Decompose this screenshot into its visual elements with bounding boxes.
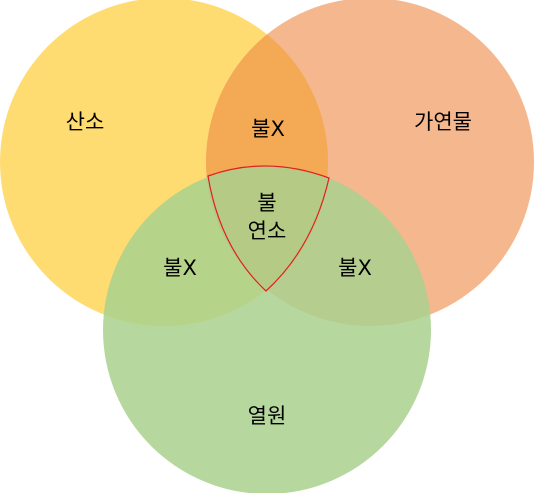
combustion-region-outline [207, 165, 330, 292]
heat-label: 열원 [248, 404, 287, 428]
center-label-line2: 연소 [248, 219, 287, 243]
center-label-line1: 불 [257, 191, 276, 215]
fuel-heat-overlap-label: 불X [338, 256, 372, 280]
oxygen-fuel-overlap-label: 불X [251, 117, 285, 141]
oxygen-heat-overlap-label: 불X [163, 256, 197, 280]
oxygen-label: 산소 [66, 110, 105, 134]
heat-circle [103, 166, 431, 493]
fuel-label: 가연물 [414, 110, 472, 134]
